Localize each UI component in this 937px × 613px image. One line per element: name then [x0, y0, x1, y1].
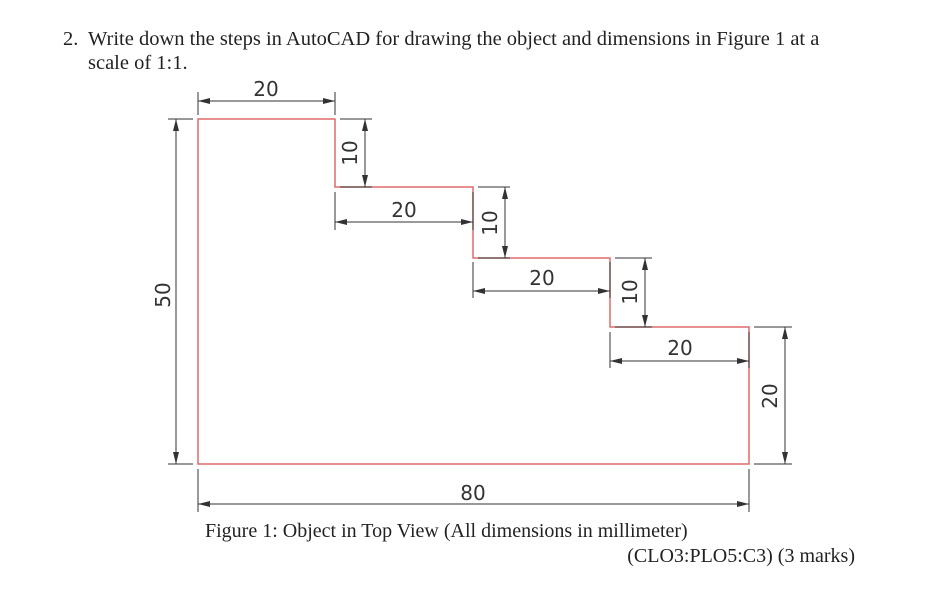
- dim-text-step1-height: 10: [338, 140, 362, 165]
- dim-text-bottom-width: 80: [460, 481, 485, 505]
- dim-text-right-height: 20: [758, 383, 782, 408]
- question-number: 2.: [63, 28, 79, 50]
- dim-text-step1-width: 20: [391, 198, 416, 222]
- dim-right-height: [754, 326, 792, 465]
- question-line-2: scale of 1:1.: [88, 52, 188, 74]
- dim-step3-width: [609, 332, 750, 368]
- question-line-1: Write down the steps in AutoCAD for draw…: [88, 28, 820, 50]
- dim-text-top-width: 20: [253, 77, 278, 101]
- dim-step2-height: [478, 186, 510, 259]
- object-outline: [197, 118, 750, 465]
- dim-step1-height: [340, 118, 372, 188]
- dim-step3-height: [615, 257, 652, 328]
- dim-text-step3-height: 10: [618, 279, 642, 304]
- dim-left-height: [168, 118, 193, 465]
- question-text: 2. Write down the steps in AutoCAD for dr…: [63, 27, 883, 75]
- dim-text-left-height: 50: [151, 282, 175, 307]
- figure-caption: Figure 1: Object in Top View (All dimens…: [205, 520, 688, 542]
- dim-text-step3-width: 20: [667, 336, 692, 360]
- dim-text-step2-height: 10: [478, 210, 502, 235]
- dim-top-width: [197, 92, 336, 115]
- dim-text-step2-width: 20: [529, 266, 554, 290]
- dim-step2-width: [472, 262, 611, 298]
- dim-bottom-width: [197, 469, 750, 512]
- marks-label: (CLO3:PLO5:C3) (3 marks): [627, 545, 855, 567]
- dim-step1-width: [334, 192, 474, 230]
